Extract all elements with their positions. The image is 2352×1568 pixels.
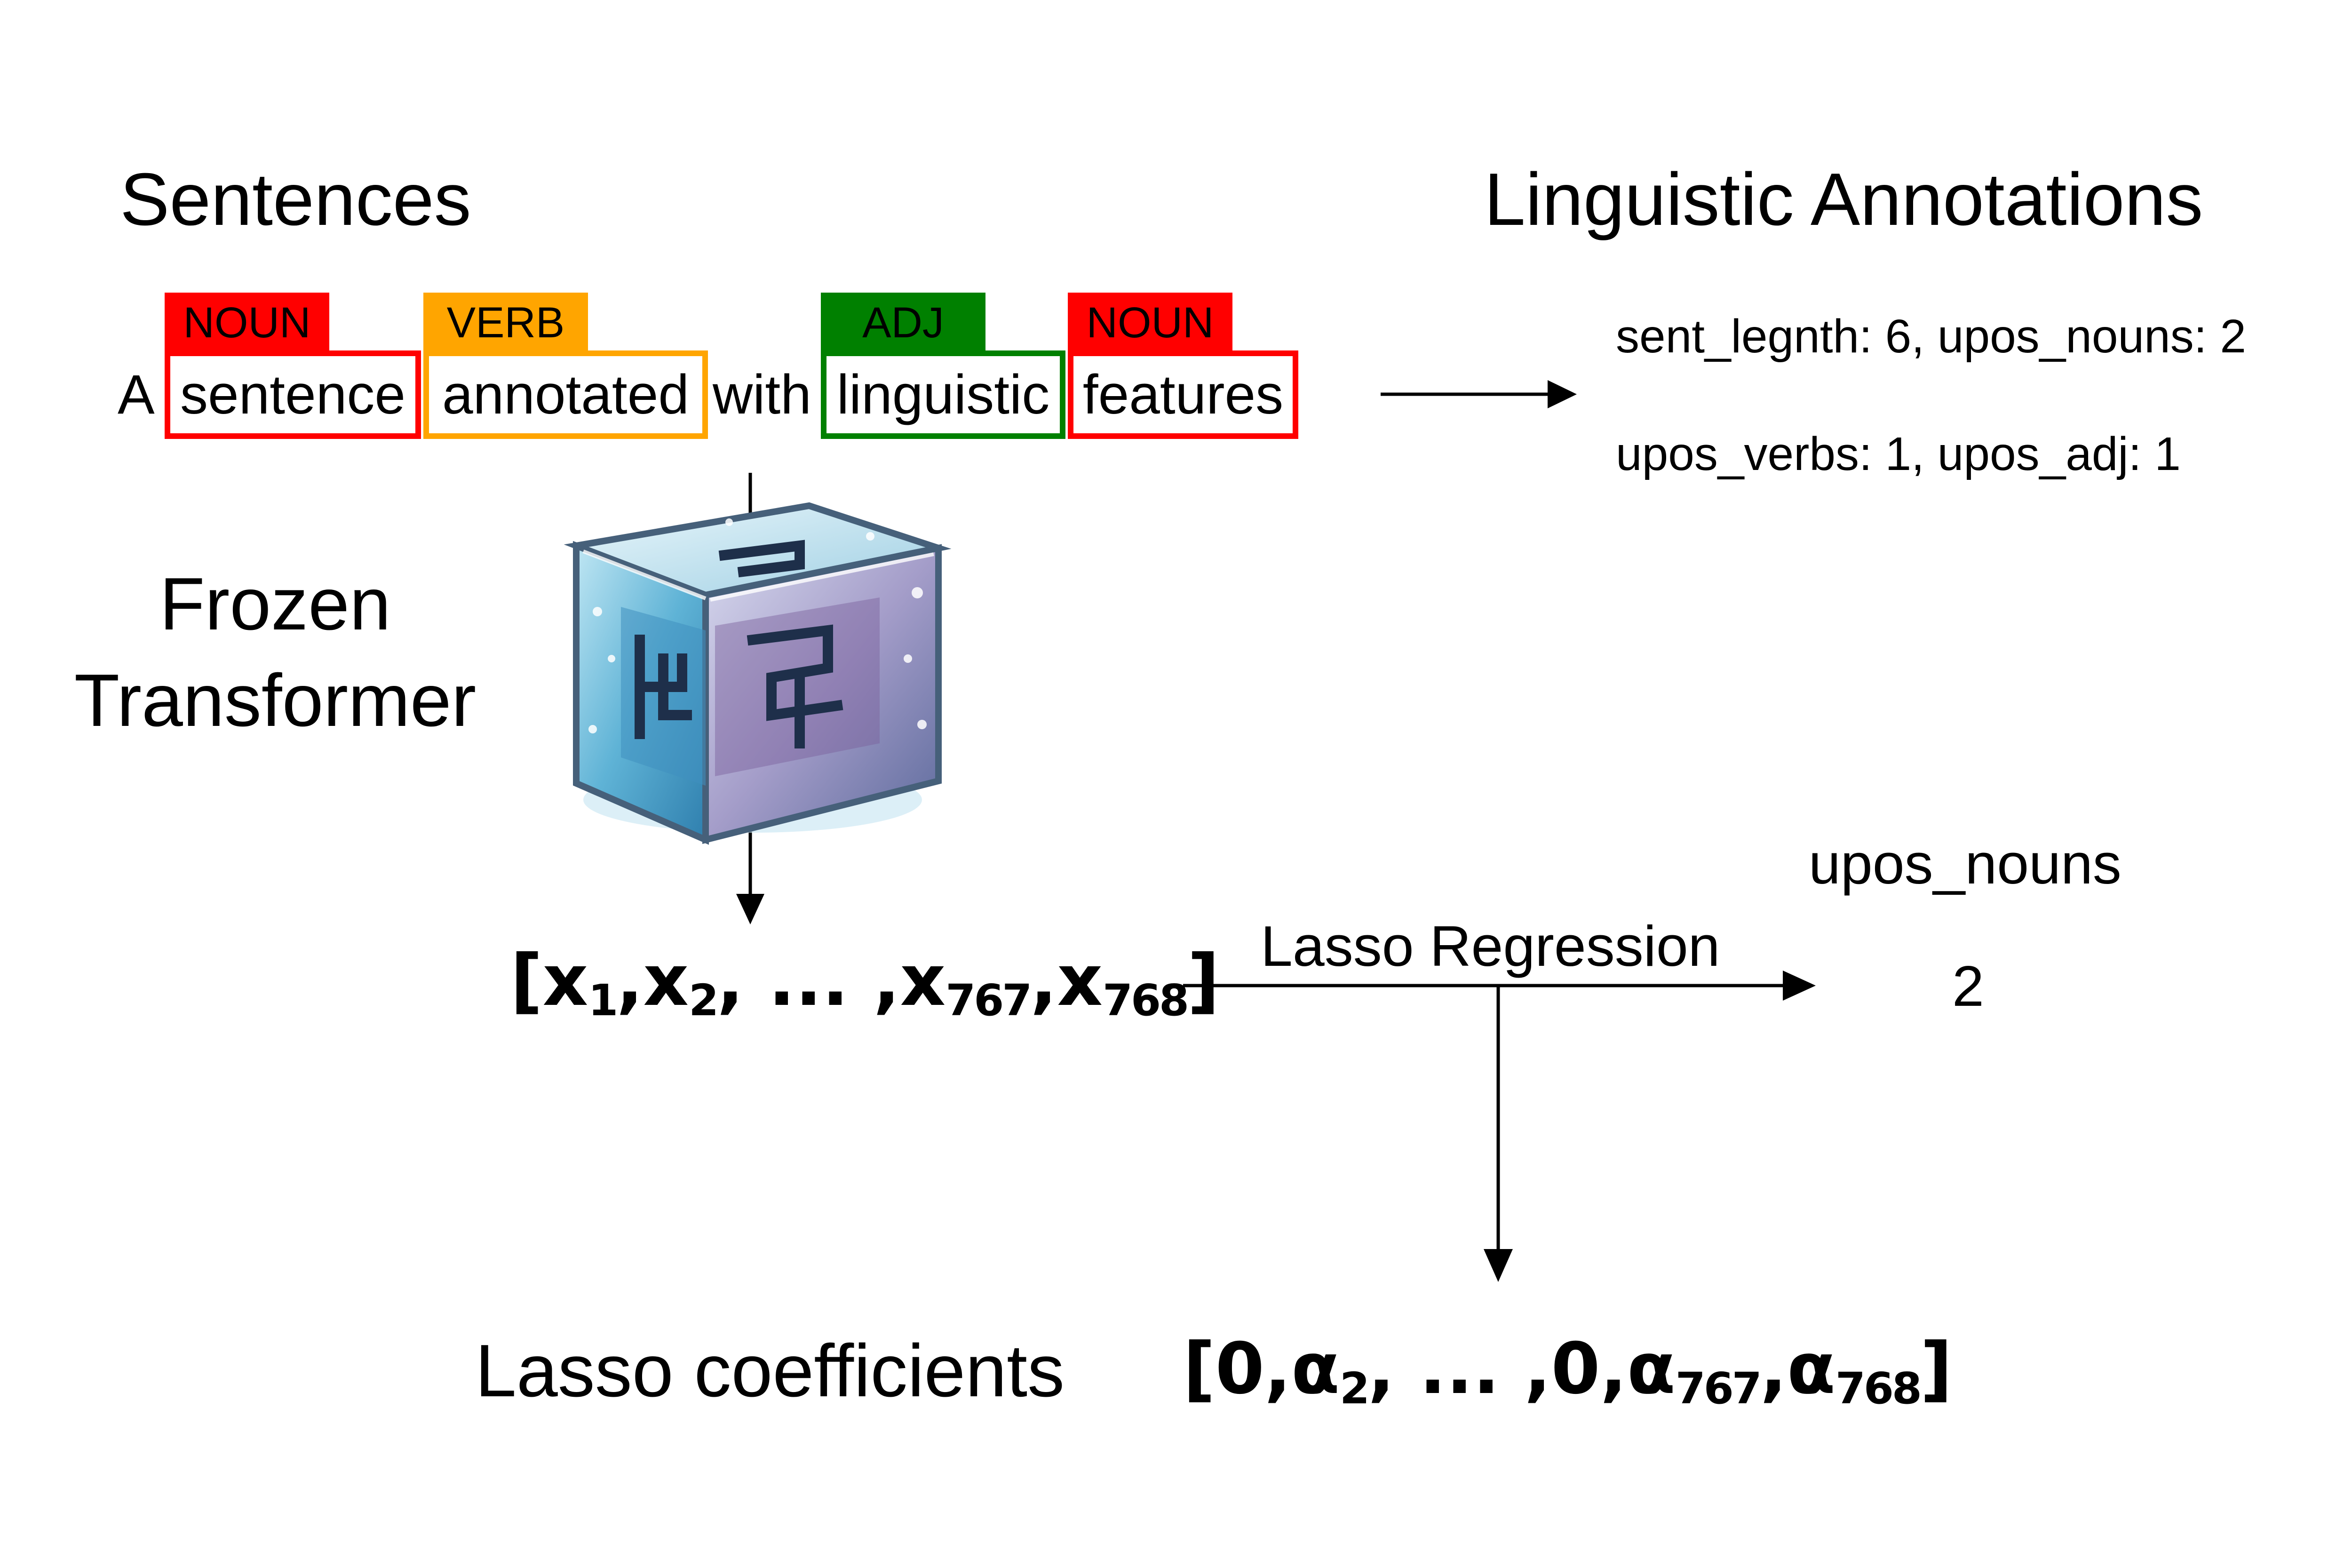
coefficient-alpha: α [1291,1328,1340,1410]
vector-element: x [542,940,588,1022]
coefficient-zero: 0 [1215,1328,1264,1410]
sentence-word-boxed: linguistic [821,350,1065,439]
bracket-open: [ [1183,1328,1216,1410]
frozen-heading-line1: Frozen [159,563,391,645]
coefficient-zero: 0 [1551,1328,1600,1410]
frozen-transformer-ice-cube-icon [564,502,952,845]
sentence-word: with [713,364,811,426]
bracket-open: [ [510,940,543,1022]
vector-separator: , [1760,1328,1787,1410]
target-value: 2 [1952,954,1984,1018]
vector-subscript: 767 [1675,1363,1762,1414]
vector-subscript: 2 [1339,1363,1370,1414]
vector-subscript: 768 [1103,975,1189,1026]
arrow-to-coefficients [1484,986,1513,1282]
coefficient-alpha: α [1787,1328,1836,1410]
vector-separator: , [1264,1328,1291,1410]
vector-separator: , [1030,940,1057,1022]
vector-subscript: 1 [588,975,618,1026]
arrow-lasso-regression [1183,971,1816,1001]
sentences-heading: Sentences [120,158,471,241]
annotation-line: upos_verbs: 1, upos_adj: 1 [1616,428,2181,480]
vector-ellipsis: , ... , [717,940,900,1022]
frozen-heading-line2: Transformer [74,659,477,742]
bracket-close: ] [1187,940,1220,1022]
vector-element: x [1057,940,1103,1022]
vector-separator: , [1600,1328,1627,1410]
lasso-regression-label: Lasso Regression [1261,914,1720,978]
coefficient-vector: [0,α2, ... ,0,α767,α768] [1183,1334,1952,1410]
pos-tag-noun: NOUN [165,293,329,353]
sentence-word-boxed: annotated [423,350,708,439]
lasso-coefficients-heading: Lasso coefficients [475,1329,1065,1412]
pos-tag-adj: ADJ [821,293,985,353]
vector-subscript: 2 [689,975,719,1026]
arrow-to-annotations [1381,380,1577,408]
vector-subscript: 767 [946,975,1032,1026]
annotation-line: sent_legnth: 6, upos_nouns: 2 [1616,310,2246,363]
coefficient-alpha: α [1627,1328,1676,1410]
bracket-close: ] [1920,1328,1953,1410]
sentence-word-boxed: features [1068,350,1298,439]
embedding-vector: [x1,x2, ... ,x767,x768] [510,946,1220,1022]
sentence-word-boxed: sentence [165,350,421,439]
sentence-word: A [118,364,155,426]
vector-subscript: 768 [1835,1363,1922,1414]
annotations-heading: Linguistic Annotations [1484,158,2203,241]
vector-ellipsis: , ... , [1368,1328,1551,1410]
vector-element: x [643,940,689,1022]
pos-tag-noun: NOUN [1068,293,1232,353]
vector-element: x [900,940,946,1022]
target-name: upos_nouns [1809,832,2122,896]
pos-tag-verb: VERB [423,293,588,353]
vector-separator: , [616,940,644,1022]
